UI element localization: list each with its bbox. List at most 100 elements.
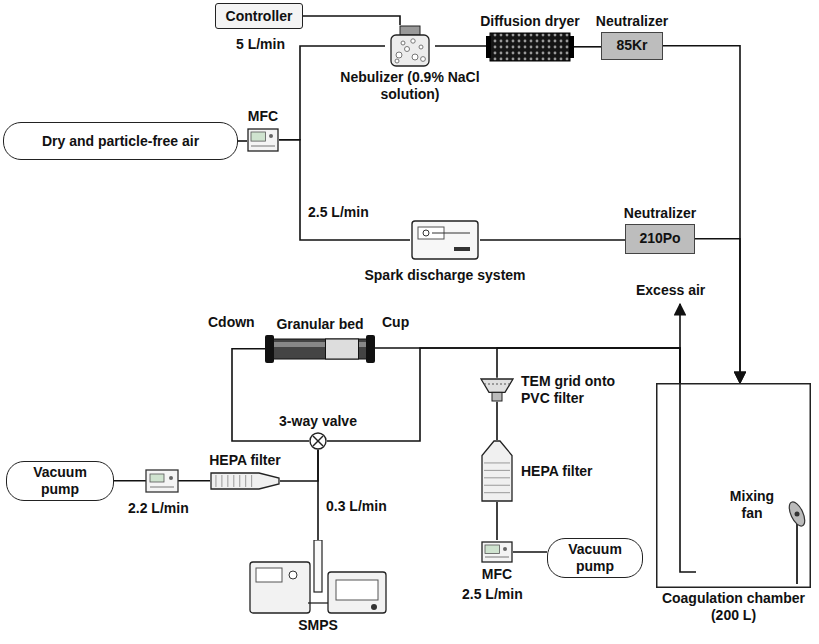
jar-cap	[400, 26, 420, 35]
bed-body	[273, 339, 367, 359]
generator-knob	[423, 230, 429, 236]
dryer-body	[490, 33, 570, 61]
counter-box	[328, 572, 386, 613]
dryer-symbol	[486, 32, 574, 62]
flow-label: 2.5 L/min	[308, 204, 369, 221]
apparatus-node: SMPS	[248, 540, 388, 634]
apparatus-node: MFC	[472, 540, 522, 583]
tem-grid-holder	[480, 378, 514, 402]
flow-line	[317, 450, 319, 540]
valve-circle	[310, 433, 326, 449]
flow-label: 2.2 L/min	[128, 500, 189, 517]
filter-body	[482, 441, 512, 501]
counter-dot	[371, 604, 377, 610]
flow-line	[695, 239, 740, 383]
node-caption: Nebulizer (0.9% NaCl solution)	[322, 69, 498, 103]
chamber-box	[656, 383, 811, 588]
node-heading: 3-way valve	[279, 413, 357, 430]
mfc-knob	[169, 476, 173, 480]
smps-symbol	[248, 540, 388, 615]
apparatus-node: TEM grid onto PVC filter	[480, 373, 640, 407]
filter-body	[211, 473, 279, 489]
apparatus-node: HEPA filter	[480, 440, 620, 502]
flow-line	[480, 239, 625, 241]
hepa-filter-symbol	[480, 440, 514, 502]
spark-generator-symbol	[410, 215, 480, 265]
flow-line	[496, 402, 498, 440]
node-heading: MFC	[248, 108, 278, 125]
dma-column	[314, 540, 322, 592]
jar-body	[391, 35, 429, 66]
dryer-cap	[569, 36, 574, 58]
filter-pleat	[484, 462, 510, 463]
valve-cross	[313, 436, 323, 446]
side-label: HEPA filter	[521, 463, 593, 480]
bubble	[419, 45, 423, 49]
controller-box: Controller	[215, 3, 303, 29]
node-caption: MFC	[482, 566, 512, 583]
filter-pleat	[215, 475, 216, 487]
mfc-knob	[269, 134, 273, 138]
mfc-display	[485, 545, 499, 553]
fan-blade	[786, 500, 808, 529]
holder-stem	[492, 392, 502, 401]
box-text: 85Kr	[616, 37, 647, 54]
flow-label: Cdown	[208, 314, 255, 331]
filter-pleat	[233, 475, 234, 487]
flow-line	[303, 16, 400, 25]
flow-line	[574, 46, 601, 48]
filter-pleat	[484, 492, 510, 493]
bed-section	[326, 339, 359, 359]
apparatus-node: Spark discharge system	[345, 215, 545, 284]
apparatus-node: Diffusion dryer	[478, 13, 582, 62]
dryer-cap	[486, 36, 491, 58]
excess-air-line	[680, 304, 696, 572]
bubble	[421, 57, 426, 62]
mfc-knob	[503, 547, 507, 551]
flow-label: Mixing fan	[724, 488, 780, 522]
node-caption: Coagulation chamber (200 L)	[655, 590, 812, 624]
classifier-knob	[289, 571, 297, 579]
nebulizer-symbol	[385, 25, 435, 67]
rounded-box: Vacuum pump	[547, 538, 643, 578]
valve-symbol	[309, 432, 327, 450]
flow-line	[279, 140, 410, 240]
fan-hub	[795, 512, 800, 517]
fan-stand	[796, 518, 798, 584]
granular-bed-symbol	[265, 335, 375, 363]
box-text: Controller	[226, 8, 293, 25]
hepa-filter-symbol	[210, 471, 280, 491]
box-text: Vacuum pump	[556, 541, 634, 575]
node-heading: HEPA filter	[209, 452, 281, 469]
hepa-filter-symbol	[480, 440, 514, 502]
valve-symbol	[309, 432, 327, 450]
bubble	[412, 54, 418, 60]
flow-line	[238, 140, 247, 142]
filter-pleat	[227, 475, 228, 487]
smps-symbol	[248, 540, 388, 615]
box-text: Vacuum pump	[15, 464, 105, 498]
apparatus-node: Neutralizer85Kr	[590, 13, 674, 60]
spark-generator-symbol	[410, 215, 480, 265]
mfc-symbol	[481, 540, 513, 564]
flow-line	[327, 348, 680, 441]
mfc-symbol	[146, 470, 178, 492]
filter-pleat	[245, 475, 246, 487]
flow-label: Cup	[382, 314, 409, 331]
mfc-panel-line	[150, 487, 174, 488]
apparatus-node: 3-way valve	[273, 413, 363, 450]
granular-bed-symbol	[265, 335, 375, 363]
mfc-symbol	[247, 127, 279, 153]
filter-pleat	[484, 485, 510, 486]
nebulizer-symbol	[385, 25, 435, 67]
bed-cap	[265, 335, 274, 363]
mfc-symbol	[481, 540, 513, 564]
holder-funnel	[481, 379, 513, 392]
bubble	[395, 59, 399, 63]
node-heading: Diffusion dryer	[480, 13, 580, 30]
classifier-screen	[256, 568, 282, 582]
node-heading: Granular bed	[276, 316, 363, 333]
box-text: 210Po	[639, 230, 680, 247]
connecting-tube	[308, 602, 328, 603]
